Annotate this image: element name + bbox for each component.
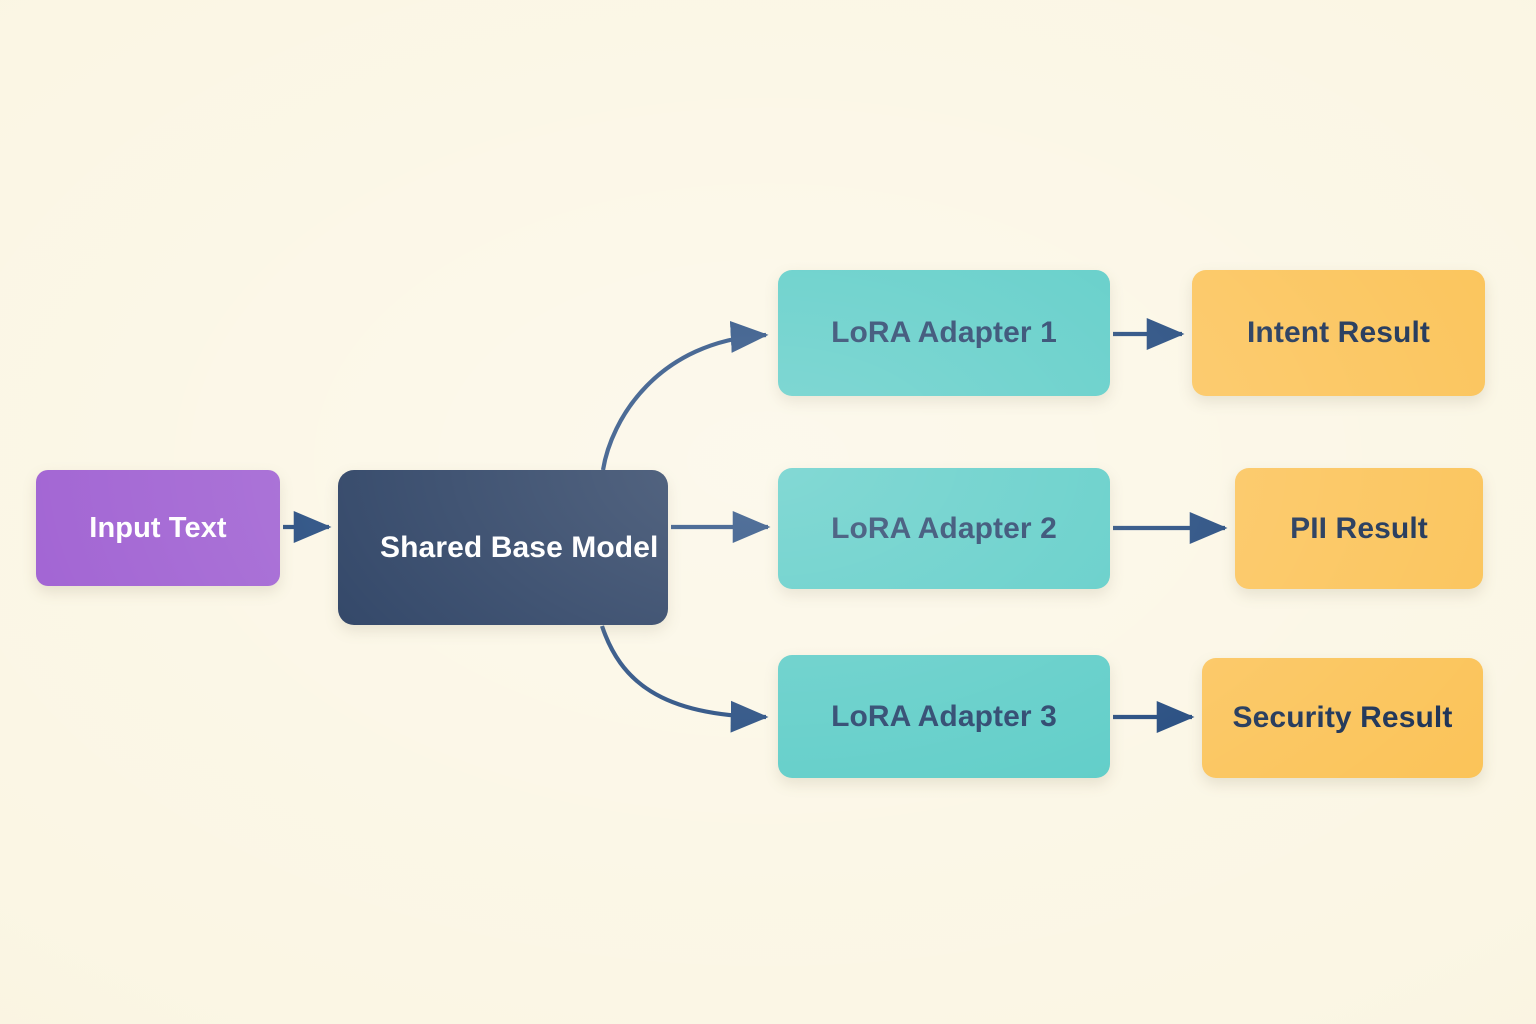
node-lora-adapter-2[interactable]: LoRA Adapter 2 bbox=[778, 468, 1110, 589]
node-input-text[interactable]: Input Text bbox=[36, 470, 280, 586]
node-security-result-label: Security Result bbox=[1232, 701, 1453, 735]
node-pii-result-label: PII Result bbox=[1290, 511, 1428, 545]
node-input-text-label: Input Text bbox=[89, 511, 227, 544]
edge-base-to-adapter-3 bbox=[600, 625, 769, 733]
node-lora-adapter-3-label: LoRA Adapter 3 bbox=[831, 699, 1057, 733]
node-intent-result-label: Intent Result bbox=[1247, 316, 1430, 350]
node-lora-adapter-3[interactable]: LoRA Adapter 3 bbox=[778, 655, 1110, 778]
node-pii-result[interactable]: PII Result bbox=[1235, 468, 1483, 589]
node-intent-result[interactable]: Intent Result bbox=[1192, 270, 1485, 396]
node-lora-adapter-2-label: LoRA Adapter 2 bbox=[831, 511, 1057, 545]
node-lora-adapter-1[interactable]: LoRA Adapter 1 bbox=[778, 270, 1110, 396]
node-shared-base-model[interactable]: Shared Base Model bbox=[338, 470, 668, 625]
node-security-result[interactable]: Security Result bbox=[1202, 658, 1483, 778]
node-lora-adapter-1-label: LoRA Adapter 1 bbox=[831, 316, 1057, 350]
edge-base-to-adapter-1 bbox=[600, 321, 769, 471]
node-shared-base-model-label: Shared Base Model bbox=[380, 530, 659, 564]
